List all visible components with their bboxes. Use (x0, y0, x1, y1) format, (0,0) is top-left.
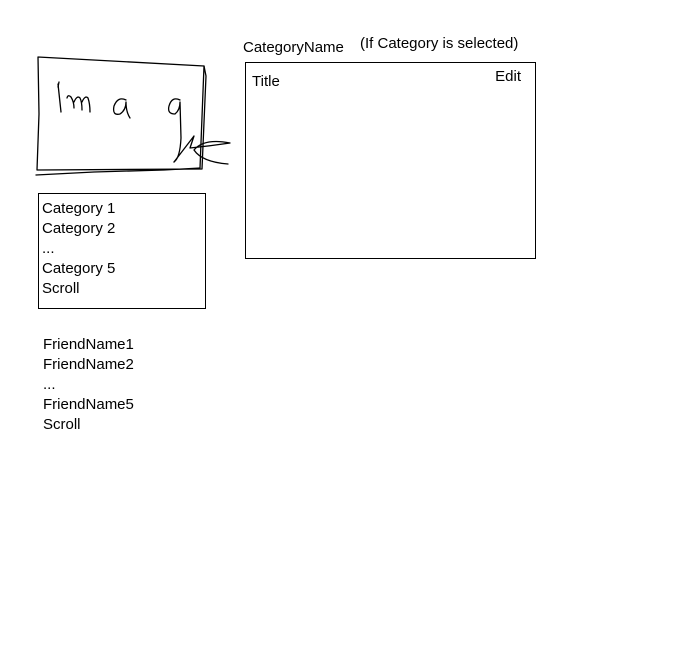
friend-item[interactable]: FriendName5 (43, 396, 134, 413)
scroll-label[interactable]: Scroll (43, 416, 81, 433)
category-name-heading: CategoryName (243, 39, 344, 56)
scroll-label[interactable]: Scroll (42, 280, 80, 297)
category-item[interactable]: Category 5 (42, 260, 116, 277)
image-placeholder-icon (35, 56, 231, 176)
category-item[interactable]: Category 2 (42, 220, 116, 237)
list-ellipsis: ... (43, 376, 56, 393)
friend-item[interactable]: FriendName1 (43, 336, 134, 353)
friend-item[interactable]: FriendName2 (43, 356, 134, 373)
friends-list[interactable]: FriendName1 FriendName2 ... FriendName5 … (43, 335, 203, 435)
category-selected-note: (If Category is selected) (360, 35, 519, 52)
category-detail-panel: Title Edit (245, 62, 536, 259)
category-item[interactable]: Category 1 (42, 200, 116, 217)
category-list[interactable]: Category 1 Category 2 ... Category 5 Scr… (38, 193, 206, 309)
detail-title: Title (252, 73, 280, 90)
list-ellipsis: ... (42, 240, 55, 257)
edit-button[interactable]: Edit (495, 68, 521, 85)
